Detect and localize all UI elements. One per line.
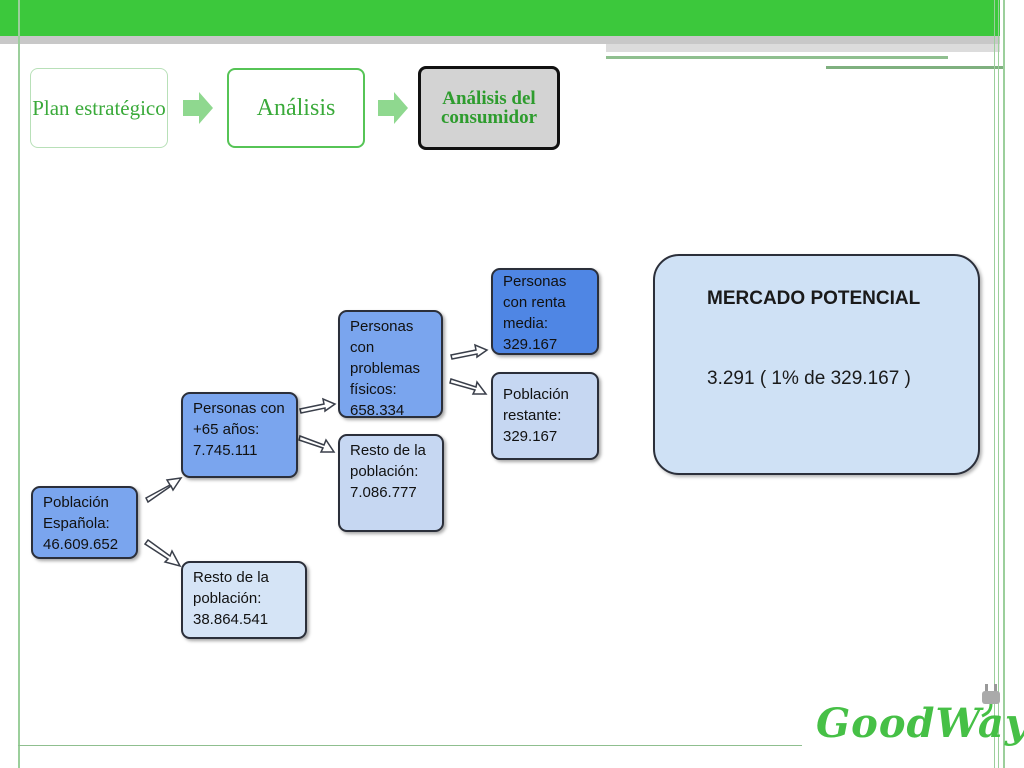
- arrow-to-resto-2: [298, 435, 336, 453]
- right-rule-2: [998, 0, 999, 768]
- header-green-bar: [0, 0, 1000, 36]
- breadcrumb-step-plan[interactable]: Plan estratégico: [30, 68, 168, 148]
- market-value: 3.291 ( 1% de 329.167 ): [707, 368, 911, 389]
- box-text: Población restante: 329.167: [503, 386, 569, 445]
- left-rule: [18, 0, 20, 768]
- box-renta-media: Personas con renta media: 329.167: [491, 268, 599, 355]
- box-mayores-65: Personas con +65 años: 7.745.111: [181, 392, 298, 478]
- box-text: Población Española: 46.609.652: [43, 494, 119, 553]
- header-gray-bar: [0, 36, 1000, 44]
- arrow-to-resto-1: [143, 538, 182, 568]
- market-box: MERCADO POTENCIAL 3.291 ( 1% de 329.167 …: [653, 254, 980, 475]
- box-text: Personas con problemas físicos: 658.334: [350, 318, 421, 418]
- box-text: Resto de la población: 7.086.777: [350, 442, 426, 501]
- market-title: MERCADO POTENCIAL: [707, 288, 921, 309]
- box-text: Personas con +65 años: 7.745.111: [193, 400, 285, 459]
- box-poblacion-espanola: Población Española: 46.609.652: [31, 486, 138, 559]
- right-rule-1: [994, 0, 995, 768]
- header-rule: [606, 56, 948, 59]
- arrow-to-mayores: [145, 477, 183, 504]
- step-label: Análisis: [256, 94, 336, 121]
- chevron-right-icon: [378, 92, 408, 124]
- box-problemas-fisicos: Personas con problemas físicos: 658.334: [338, 310, 443, 418]
- box-resto-poblacion-1: Resto de la población: 38.864.541: [181, 561, 307, 639]
- box-resto-poblacion-2: Resto de la población: 7.086.777: [338, 434, 444, 532]
- arrow-to-problemas: [299, 397, 337, 414]
- step-label: Análisis del consumidor: [440, 88, 538, 128]
- breadcrumb-step-analisis[interactable]: Análisis: [227, 68, 365, 148]
- header-rule-2: [826, 66, 1004, 69]
- arrow-to-renta: [450, 343, 489, 360]
- step-label: Plan estratégico: [32, 95, 166, 120]
- box-poblacion-restante: Población restante: 329.167: [491, 372, 599, 460]
- arrow-to-restante: [449, 378, 488, 395]
- plug-icon: [981, 684, 1000, 718]
- footer-rule: [18, 745, 802, 746]
- box-text: Personas con renta media: 329.167: [503, 273, 567, 353]
- header-gray-bar-2: [606, 44, 1000, 52]
- breadcrumb-step-consumidor[interactable]: Análisis del consumidor: [418, 66, 560, 150]
- chevron-right-icon: [183, 92, 213, 124]
- right-rule-3: [1003, 0, 1005, 768]
- box-text: Resto de la población: 38.864.541: [193, 569, 269, 628]
